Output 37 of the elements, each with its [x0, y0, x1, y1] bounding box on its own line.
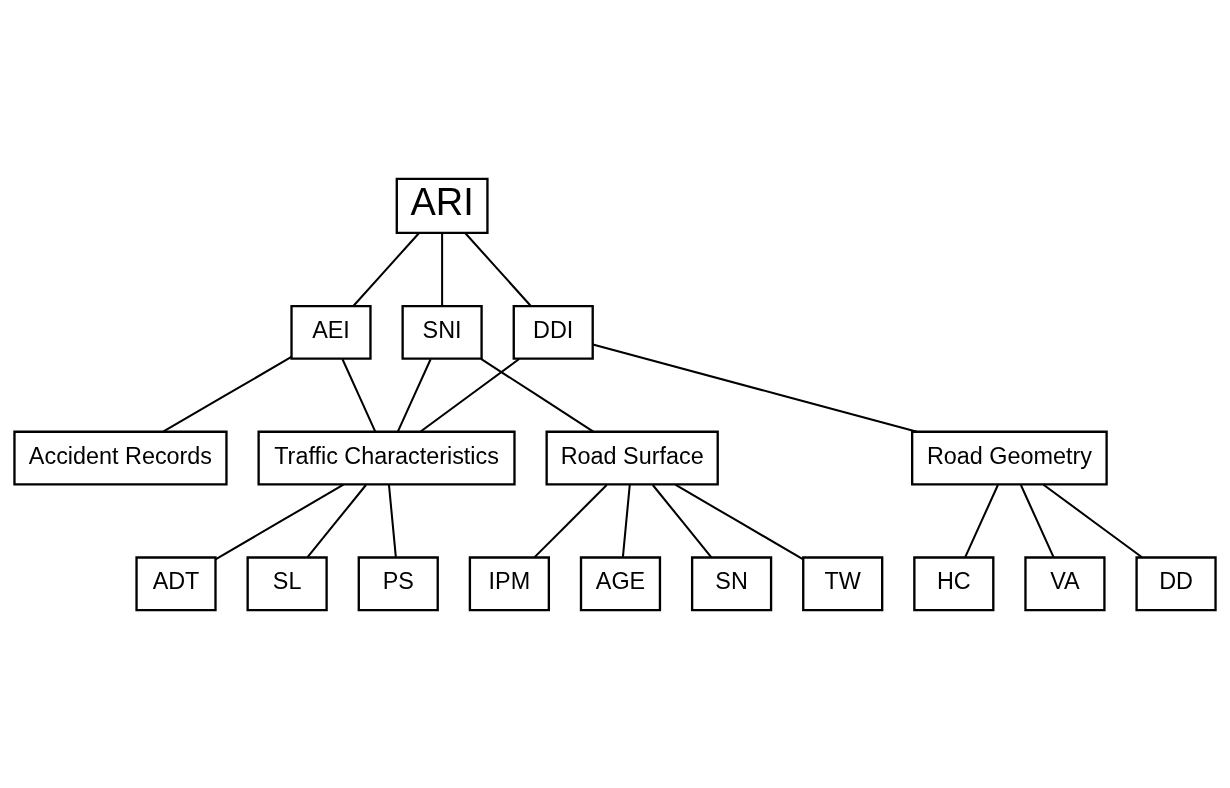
connector — [420, 357, 520, 432]
node-box: SNI — [401, 304, 483, 360]
connector — [162, 355, 292, 433]
node-box: AEI — [290, 304, 372, 360]
connector — [533, 483, 608, 558]
node-box: ADT — [135, 555, 217, 611]
node-box: PS — [357, 555, 439, 611]
connector — [306, 483, 367, 558]
connector — [396, 358, 432, 432]
connector — [621, 484, 631, 557]
connector — [480, 357, 594, 432]
node-box: Road Geometry — [911, 430, 1108, 486]
connector — [387, 484, 397, 557]
node-box: DD — [1135, 555, 1217, 611]
node-box: DDI — [512, 304, 594, 360]
node-box: TW — [802, 555, 884, 611]
connector — [441, 232, 444, 306]
node-box: IPM — [468, 555, 550, 611]
connector — [592, 343, 918, 433]
connector — [674, 483, 804, 560]
node-box: ARI — [395, 177, 489, 234]
node-box: Traffic Characteristics — [257, 430, 516, 486]
connector — [464, 231, 532, 306]
connector — [1019, 484, 1055, 558]
connector — [341, 358, 377, 432]
node-box: SN — [690, 555, 773, 611]
node-box: VA — [1024, 555, 1106, 611]
connector — [964, 484, 999, 558]
node-box: SL — [246, 555, 328, 611]
connector — [1042, 483, 1143, 558]
node-box: Road Surface — [545, 430, 719, 486]
connector — [352, 231, 420, 306]
node-box: HC — [913, 555, 995, 611]
connector — [652, 483, 713, 558]
connector — [215, 483, 344, 560]
node-box: Accident Records — [13, 430, 228, 486]
node-box: AGE — [579, 555, 662, 611]
